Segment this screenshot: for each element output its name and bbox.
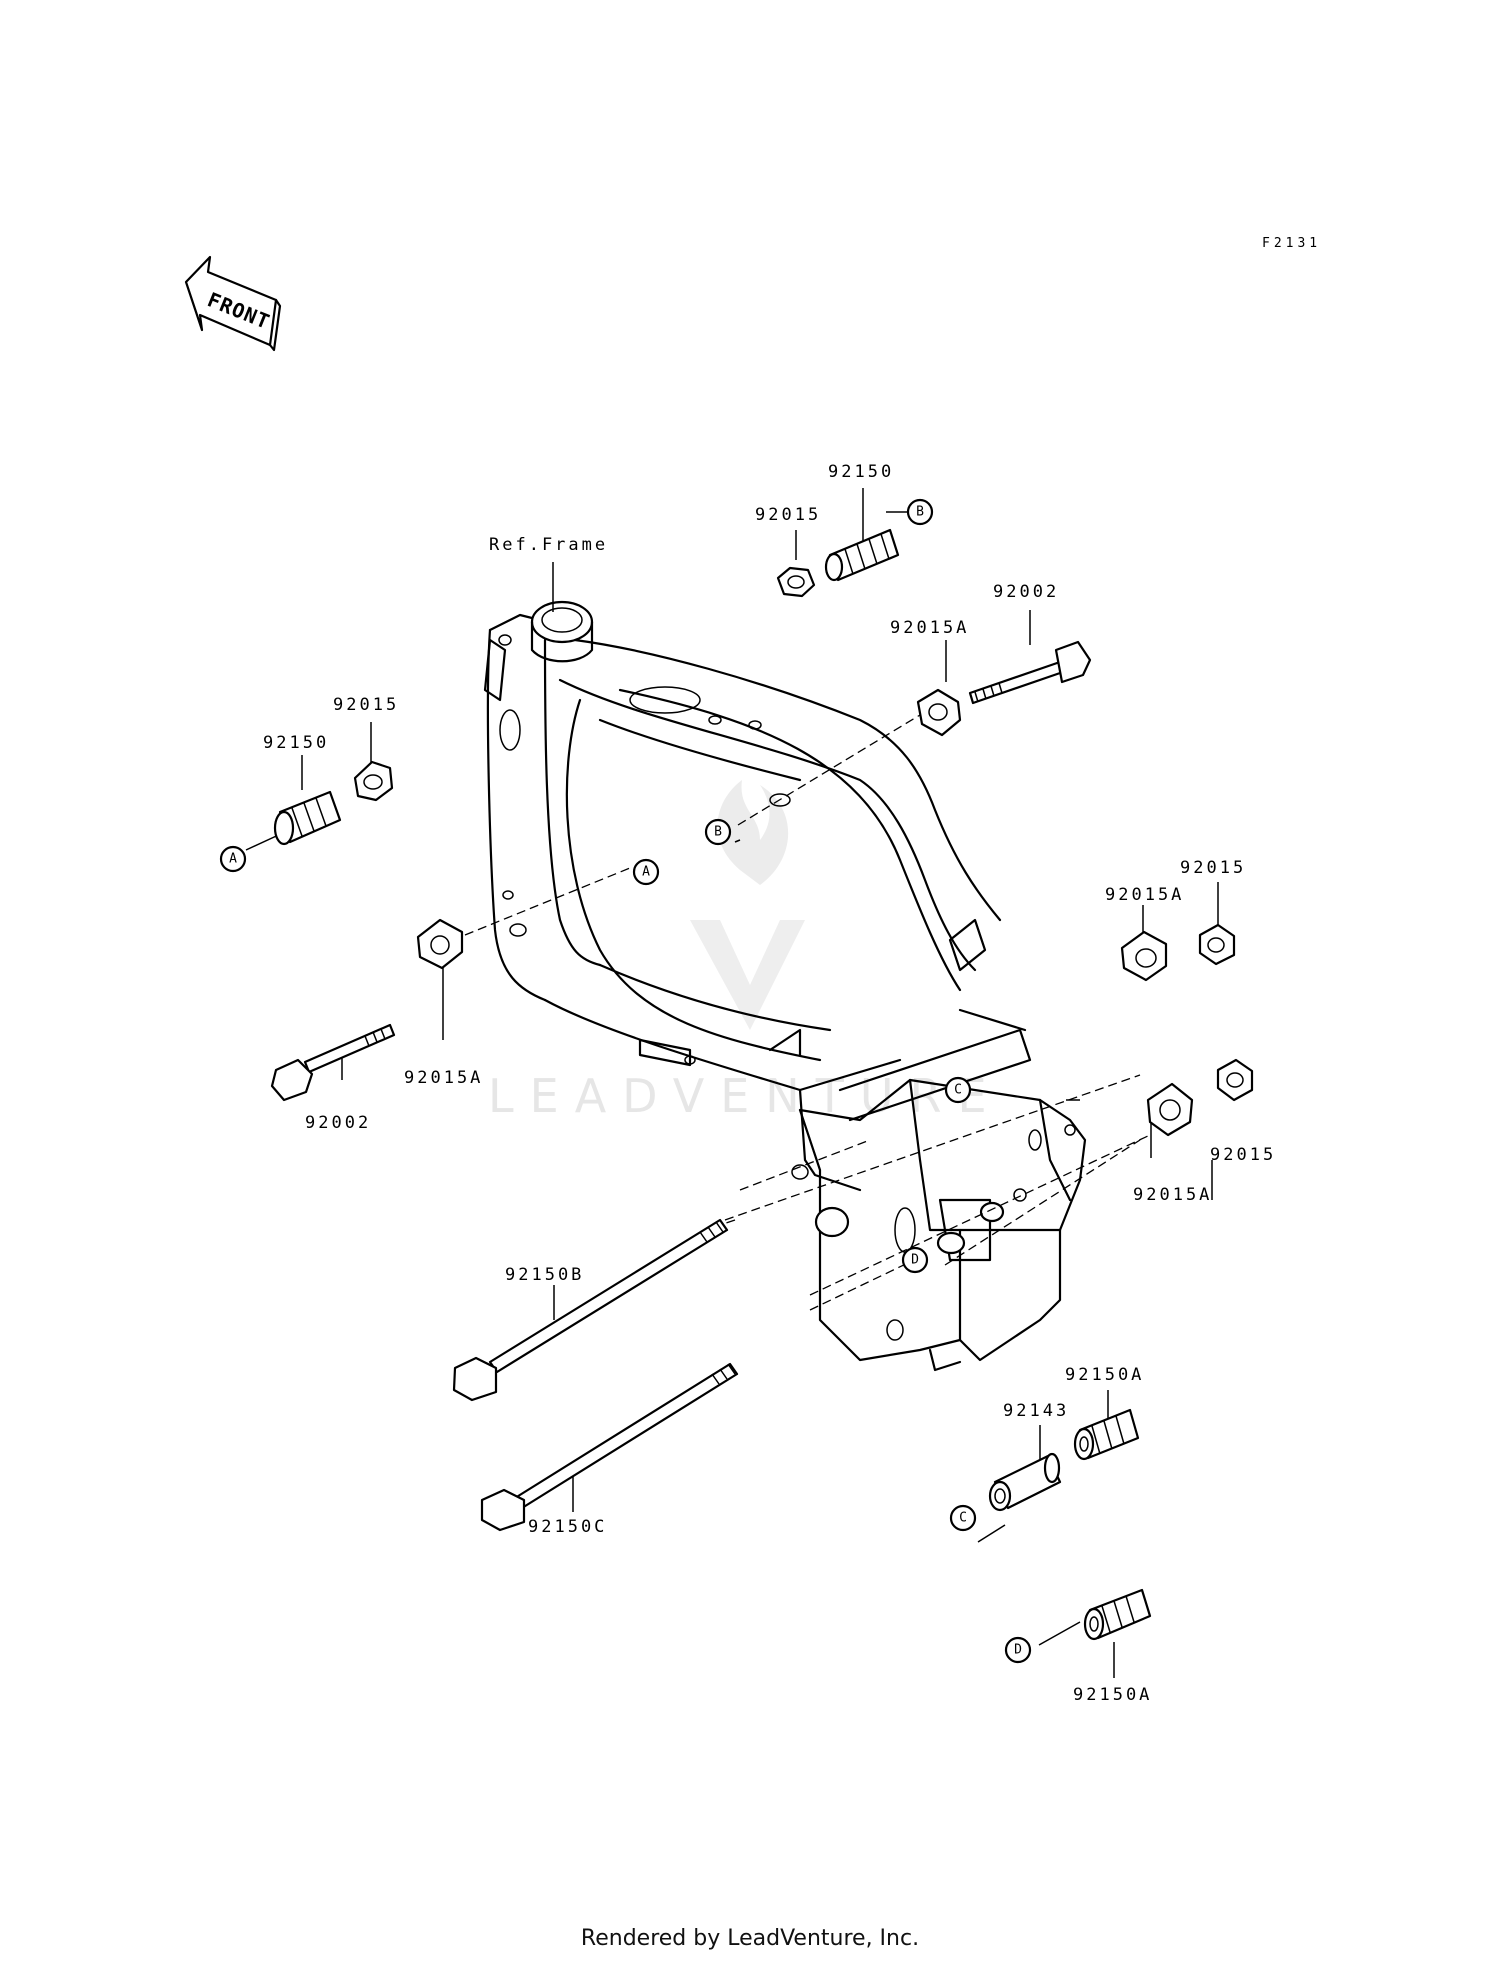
- label-92015a-top: 92015A: [890, 618, 969, 638]
- centerlines: [464, 714, 1151, 1311]
- spacer-a-1: [1073, 1408, 1140, 1461]
- label-92002-top: 92002: [993, 582, 1059, 602]
- label-92150-top: 92150: [828, 462, 894, 482]
- bolt-left: [270, 1023, 396, 1102]
- callout-d-frame: D: [901, 1246, 929, 1274]
- front-arrow-icon: FRONT: [184, 255, 282, 352]
- washer-right-top: [1120, 930, 1168, 982]
- part-labels: Ref.Frame 92015 92150 92002 92015A 92015…: [263, 462, 1276, 1705]
- label-92015-right-mid: 92015: [1210, 1145, 1276, 1165]
- svg-text:C: C: [954, 1083, 962, 1098]
- callout-d-spacer: D: [1004, 1636, 1032, 1664]
- washer-left: [416, 918, 464, 970]
- nut-right-top: [1198, 923, 1236, 966]
- label-92150c: 92150C: [528, 1517, 607, 1537]
- callout-c-collar: C: [949, 1504, 977, 1532]
- collar: [988, 1452, 1062, 1512]
- watermark-text: LEADVENTURE: [488, 1069, 1003, 1123]
- svg-text:D: D: [1014, 1643, 1022, 1658]
- frame-drawing: [483, 600, 1087, 1372]
- leader-lines: [245, 488, 1219, 1678]
- callout-b-top: B: [906, 498, 934, 526]
- svg-text:A: A: [229, 852, 237, 867]
- svg-text:B: B: [714, 825, 722, 840]
- nut-top: [776, 566, 816, 598]
- ref-frame-label: Ref.Frame: [489, 535, 608, 555]
- watermark: LEADVENTURE: [488, 780, 1003, 1123]
- footer-credit: Rendered by LeadVenture, Inc.: [580, 1926, 920, 1951]
- label-92015-left: 92015: [333, 695, 399, 715]
- label-92015a-right-mid: 92015A: [1133, 1185, 1212, 1205]
- spacer-left: [273, 790, 342, 846]
- label-92015-top: 92015: [755, 505, 821, 525]
- label-92015a-left: 92015A: [404, 1068, 483, 1088]
- label-92150b: 92150B: [505, 1265, 584, 1285]
- callout-a-left: A: [219, 845, 247, 873]
- spacer-top: [824, 528, 900, 582]
- label-92150a-2: 92150A: [1073, 1685, 1152, 1705]
- callout-b-frame: B: [704, 818, 732, 846]
- diagram-code: F2131: [1262, 236, 1321, 251]
- label-92015a-right-top: 92015A: [1105, 885, 1184, 905]
- label-92002-left: 92002: [305, 1113, 371, 1133]
- label-92150-left: 92150: [263, 733, 329, 753]
- label-92143: 92143: [1003, 1401, 1069, 1421]
- svg-text:A: A: [642, 865, 650, 880]
- label-92015-right-top: 92015: [1180, 858, 1246, 878]
- nut-right-mid: [1216, 1058, 1254, 1102]
- svg-text:D: D: [911, 1253, 919, 1268]
- bolt-top: [968, 640, 1092, 705]
- washer-top: [916, 688, 962, 737]
- callouts: B A B A C D C D: [219, 498, 1032, 1664]
- spacer-a-2: [1083, 1588, 1152, 1641]
- nut-left: [353, 760, 394, 802]
- washer-right-mid: [1146, 1082, 1194, 1137]
- bolt-long-b: [452, 1218, 729, 1402]
- callout-a-frame: A: [632, 858, 660, 886]
- svg-text:B: B: [916, 505, 924, 520]
- callout-c-frame: C: [944, 1076, 972, 1104]
- svg-text:C: C: [959, 1511, 967, 1526]
- label-92150a-1: 92150A: [1065, 1365, 1144, 1385]
- bolt-long-c: [480, 1362, 739, 1532]
